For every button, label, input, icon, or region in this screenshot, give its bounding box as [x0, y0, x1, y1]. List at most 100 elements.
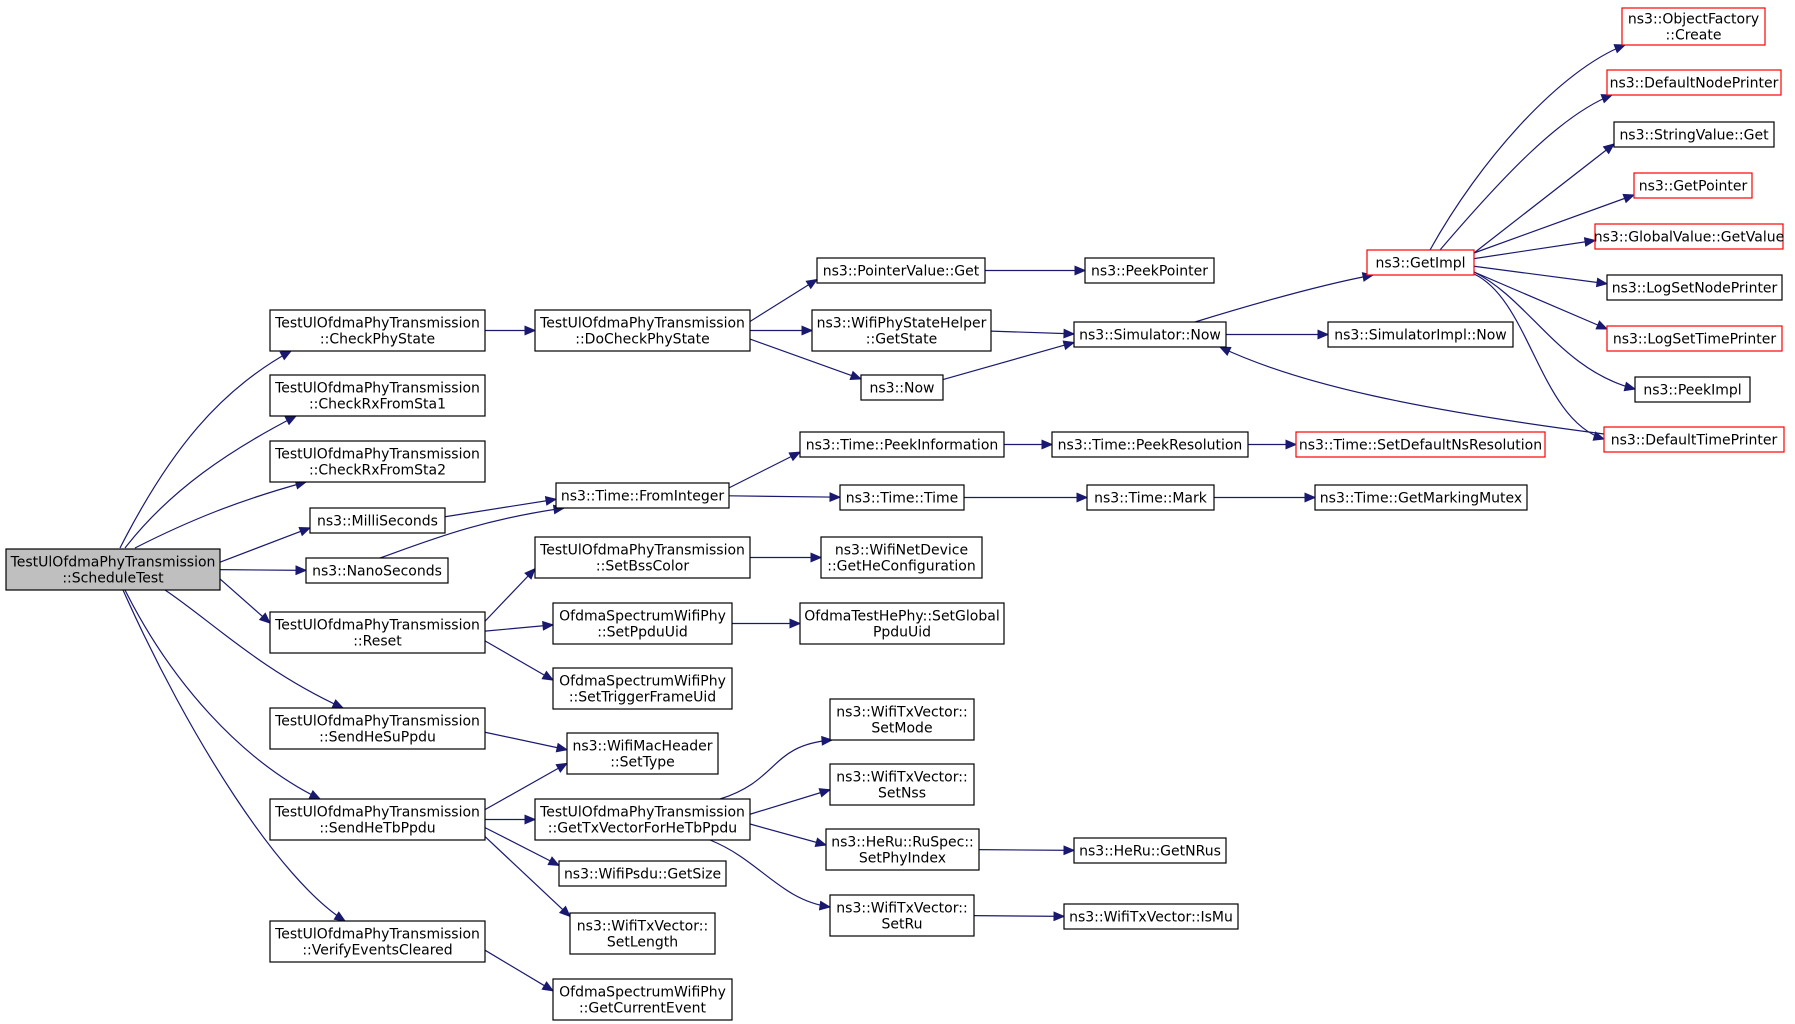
- node-box[interactable]: [839, 484, 965, 511]
- node-milli[interactable]: ns3::MilliSeconds: [309, 507, 446, 534]
- node-getTxVec[interactable]: TestUlOfdmaPhyTransmission::GetTxVectorF…: [534, 798, 751, 841]
- node-box[interactable]: [1366, 249, 1475, 276]
- node-setTrigger[interactable]: OfdmaSpectrumWifiPhy::SetTriggerFrameUid: [552, 667, 733, 710]
- node-heConfig[interactable]: ns3::WifiNetDevice::GetHeConfiguration: [820, 536, 983, 579]
- node-logTime[interactable]: ns3::LogSetTimePrinter: [1606, 325, 1783, 352]
- node-setLength[interactable]: ns3::WifiTxVector::SetLength: [569, 912, 716, 955]
- node-box[interactable]: [269, 374, 486, 417]
- node-phyIndex[interactable]: ns3::HeRu::RuSpec::SetPhyIndex: [825, 828, 980, 871]
- node-timeTime[interactable]: ns3::Time::Time: [839, 484, 965, 511]
- node-box[interactable]: [1634, 376, 1751, 403]
- node-box[interactable]: [799, 602, 1005, 645]
- node-box[interactable]: [305, 557, 449, 584]
- node-box[interactable]: [1606, 325, 1783, 352]
- node-verify[interactable]: TestUlOfdmaPhyTransmission::VerifyEvents…: [269, 920, 486, 963]
- node-root[interactable]: TestUlOfdmaPhyTransmission::ScheduleTest: [5, 548, 221, 591]
- node-box[interactable]: [1051, 431, 1249, 458]
- node-box[interactable]: [1594, 223, 1784, 250]
- node-gvGet[interactable]: ns3::GlobalValue::GetValue: [1594, 223, 1784, 250]
- node-getPtr[interactable]: ns3::GetPointer: [1633, 172, 1753, 199]
- node-box[interactable]: [1084, 257, 1215, 284]
- node-getImpl[interactable]: ns3::GetImpl: [1366, 249, 1475, 276]
- node-setBss[interactable]: TestUlOfdmaPhyTransmission::SetBssColor: [534, 536, 751, 579]
- node-box[interactable]: [309, 507, 446, 534]
- node-box[interactable]: [1314, 484, 1528, 511]
- node-nano[interactable]: ns3::NanoSeconds: [305, 557, 449, 584]
- node-stateGet[interactable]: ns3::WifiPhyStateHelper::GetState: [811, 309, 992, 352]
- node-mark[interactable]: ns3::Time::Mark: [1086, 484, 1215, 511]
- node-psduSize[interactable]: ns3::WifiPsdu::GetSize: [558, 860, 727, 887]
- node-box[interactable]: [799, 431, 1005, 458]
- node-box[interactable]: [860, 374, 944, 401]
- node-macSetType[interactable]: ns3::WifiMacHeader::SetType: [566, 732, 719, 775]
- node-sendHeTb[interactable]: TestUlOfdmaPhyTransmission::SendHeTbPpdu: [269, 798, 486, 841]
- node-objCreate[interactable]: ns3::ObjectFactory::Create: [1621, 7, 1766, 46]
- node-box[interactable]: [569, 912, 716, 955]
- node-defTime[interactable]: ns3::DefaultTimePrinter: [1603, 426, 1785, 453]
- node-setNss[interactable]: ns3::WifiTxVector::SetNss: [829, 763, 975, 806]
- node-checkRx1[interactable]: TestUlOfdmaPhyTransmission::CheckRxFromS…: [269, 374, 486, 417]
- node-box[interactable]: [269, 707, 486, 750]
- node-sendHeSu[interactable]: TestUlOfdmaPhyTransmission::SendHeSuPpdu: [269, 707, 486, 750]
- node-defNode[interactable]: ns3::DefaultNodePrinter: [1606, 69, 1782, 96]
- node-box[interactable]: [269, 798, 486, 841]
- node-now[interactable]: ns3::Now: [860, 374, 944, 401]
- node-checkRx2[interactable]: TestUlOfdmaPhyTransmission::CheckRxFromS…: [269, 440, 486, 483]
- node-box[interactable]: [829, 894, 975, 937]
- node-box[interactable]: [1063, 903, 1239, 930]
- node-box[interactable]: [1295, 431, 1546, 458]
- node-box[interactable]: [816, 257, 986, 284]
- node-getNRus[interactable]: ns3::HeRu::GetNRus: [1073, 837, 1227, 864]
- node-peekRes[interactable]: ns3::Time::PeekResolution: [1051, 431, 1249, 458]
- node-box[interactable]: [552, 978, 733, 1021]
- node-box[interactable]: [811, 309, 992, 352]
- node-box[interactable]: [825, 828, 980, 871]
- node-setDefRes[interactable]: ns3::Time::SetDefaultNsResolution: [1295, 431, 1546, 458]
- node-box[interactable]: [1073, 321, 1227, 348]
- node-box[interactable]: [1327, 321, 1514, 348]
- node-setPpduUid[interactable]: OfdmaSpectrumWifiPhy::SetPpduUid: [552, 602, 733, 645]
- node-box[interactable]: [1086, 484, 1215, 511]
- node-box[interactable]: [534, 798, 751, 841]
- node-getCurEvent[interactable]: OfdmaSpectrumWifiPhy::GetCurrentEvent: [552, 978, 733, 1021]
- node-peekPtr[interactable]: ns3::PeekPointer: [1084, 257, 1215, 284]
- node-box[interactable]: [269, 611, 486, 654]
- node-box[interactable]: [1613, 121, 1775, 148]
- node-box[interactable]: [829, 763, 975, 806]
- node-strGet[interactable]: ns3::StringValue::Get: [1613, 121, 1775, 148]
- node-box[interactable]: [1606, 69, 1782, 96]
- node-box[interactable]: [829, 698, 975, 741]
- node-box[interactable]: [1606, 274, 1783, 301]
- node-isMu[interactable]: ns3::WifiTxVector::IsMu: [1063, 903, 1239, 930]
- node-markMutex[interactable]: ns3::Time::GetMarkingMutex: [1314, 484, 1528, 511]
- node-checkPhyState[interactable]: TestUlOfdmaPhyTransmission::CheckPhyStat…: [269, 309, 486, 352]
- node-doCheck[interactable]: TestUlOfdmaPhyTransmission::DoCheckPhySt…: [534, 309, 751, 352]
- node-box[interactable]: [552, 667, 733, 710]
- node-box[interactable]: [558, 860, 727, 887]
- node-box[interactable]: [5, 548, 221, 591]
- node-fromInteger[interactable]: ns3::Time::FromInteger: [555, 482, 730, 509]
- node-pvGet[interactable]: ns3::PointerValue::Get: [816, 257, 986, 284]
- node-peekImpl[interactable]: ns3::PeekImpl: [1634, 376, 1751, 403]
- node-box[interactable]: [1073, 837, 1227, 864]
- node-box[interactable]: [269, 920, 486, 963]
- node-box[interactable]: [1621, 7, 1766, 46]
- node-box[interactable]: [566, 732, 719, 775]
- node-box[interactable]: [269, 309, 486, 352]
- node-box[interactable]: [820, 536, 983, 579]
- node-box[interactable]: [555, 482, 730, 509]
- node-box[interactable]: [534, 309, 751, 352]
- node-box[interactable]: [269, 440, 486, 483]
- node-simImplNow[interactable]: ns3::SimulatorImpl::Now: [1327, 321, 1514, 348]
- node-simNow[interactable]: ns3::Simulator::Now: [1073, 321, 1227, 348]
- node-setRu[interactable]: ns3::WifiTxVector::SetRu: [829, 894, 975, 937]
- node-setMode[interactable]: ns3::WifiTxVector::SetMode: [829, 698, 975, 741]
- node-box[interactable]: [534, 536, 751, 579]
- node-box[interactable]: [552, 602, 733, 645]
- node-reset[interactable]: TestUlOfdmaPhyTransmission::Reset: [269, 611, 486, 654]
- node-logNode[interactable]: ns3::LogSetNodePrinter: [1606, 274, 1783, 301]
- node-box[interactable]: [1603, 426, 1785, 453]
- node-box[interactable]: [1633, 172, 1753, 199]
- node-peekInfo[interactable]: ns3::Time::PeekInformation: [799, 431, 1005, 458]
